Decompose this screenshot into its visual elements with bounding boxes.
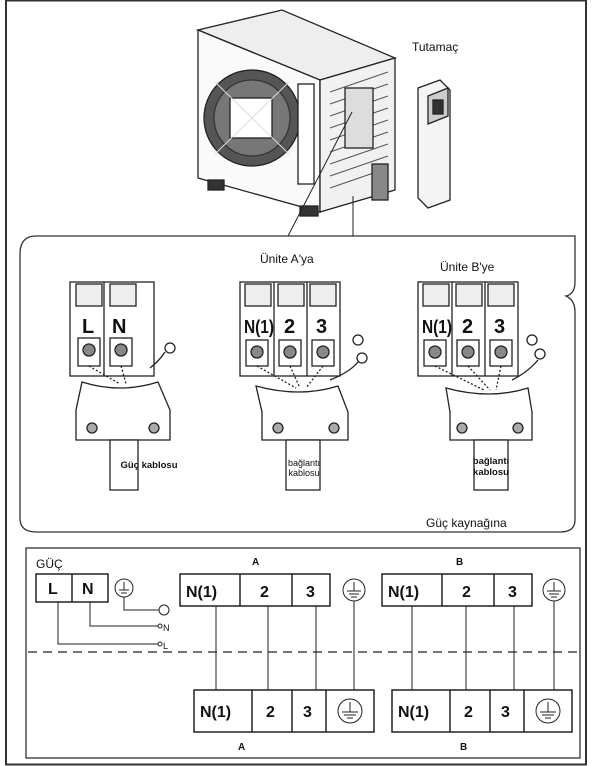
block-a-top-label: A bbox=[252, 557, 259, 568]
power-cable-label: Güç kablosu bbox=[120, 460, 178, 471]
unit-b-terminal-3: 3 bbox=[494, 316, 505, 338]
unit-b-terminal-n1: N(1) bbox=[422, 317, 452, 337]
wiring-schematic-frame bbox=[25, 547, 581, 759]
outdoor-b-n1: N(1) bbox=[388, 584, 419, 601]
unit-b-terminal-block bbox=[417, 281, 546, 491]
block-b-top-label: B bbox=[456, 557, 463, 568]
outdoor-unit-illustration bbox=[195, 9, 397, 237]
outdoor-block-b bbox=[381, 573, 533, 607]
outdoor-a-3: 3 bbox=[306, 584, 315, 601]
supply-lines bbox=[57, 597, 170, 647]
supply-line-n: N bbox=[163, 623, 170, 633]
outdoor-b-3: 3 bbox=[508, 584, 517, 601]
power-ground-icon bbox=[114, 578, 134, 598]
unit-a-terminal-block bbox=[239, 281, 368, 491]
unit-a-terminal-2: 2 bbox=[284, 316, 295, 338]
ground-icon-b-top bbox=[542, 578, 566, 602]
indoor-a-n1: N(1) bbox=[200, 704, 231, 721]
supply-line-l: L bbox=[163, 641, 168, 651]
indoor-b-3: 3 bbox=[501, 704, 510, 721]
outdoor-a-n1: N(1) bbox=[186, 584, 217, 601]
ground-icon-b-bottom bbox=[535, 698, 561, 724]
indoor-a-2: 2 bbox=[266, 704, 275, 721]
terminal-l-label: L bbox=[82, 316, 94, 338]
outdoor-b-2: 2 bbox=[462, 584, 471, 601]
terminal-detail-callout bbox=[19, 235, 576, 533]
to-power-supply-label: Güç kaynağına bbox=[426, 516, 507, 530]
power-terminal-block bbox=[69, 281, 176, 491]
connection-cable-a-label: bağlantı kablosu bbox=[287, 458, 321, 478]
fan-grill bbox=[203, 69, 301, 167]
terminal-n-label: N bbox=[112, 316, 126, 338]
power-title: GÜÇ bbox=[36, 557, 63, 571]
page-border bbox=[5, 0, 587, 766]
indoor-a-3: 3 bbox=[303, 704, 312, 721]
handle-label: Tutamaç bbox=[412, 40, 459, 54]
unit-b-terminal-2: 2 bbox=[462, 316, 473, 338]
to-unit-b-label: Ünite B'ye bbox=[440, 260, 495, 274]
block-b-bottom-label: B bbox=[460, 742, 467, 753]
power-terminal-box bbox=[35, 573, 109, 603]
unit-a-terminal-3: 3 bbox=[316, 316, 327, 338]
power-n-label: N bbox=[82, 581, 94, 598]
unit-a-terminal-n1: N(1) bbox=[244, 317, 274, 337]
outdoor-block-a bbox=[179, 573, 331, 607]
connection-cable-b-label: bağlantı kablosu bbox=[472, 456, 510, 478]
handle-illustration bbox=[417, 79, 451, 209]
indoor-b-2: 2 bbox=[464, 704, 473, 721]
to-unit-a-label: Ünite A'ya bbox=[260, 252, 314, 266]
ground-icon-a-bottom bbox=[337, 698, 363, 724]
indoor-b-n1: N(1) bbox=[398, 704, 429, 721]
connection-wires-b bbox=[411, 601, 555, 690]
power-l-label: L bbox=[48, 581, 58, 598]
outdoor-a-2: 2 bbox=[260, 584, 269, 601]
block-a-bottom-label: A bbox=[238, 742, 245, 753]
ground-icon-a-top bbox=[342, 578, 366, 602]
connection-wires-a bbox=[215, 601, 355, 690]
